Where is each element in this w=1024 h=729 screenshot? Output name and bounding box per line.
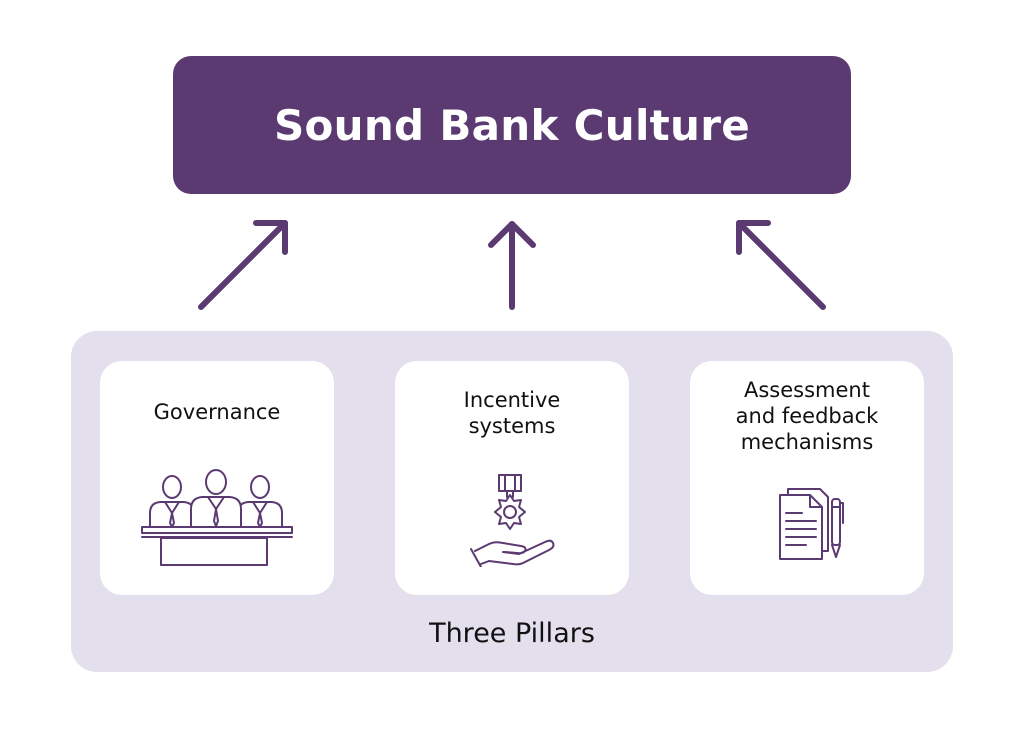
culture-title: Sound Bank Culture — [273, 100, 751, 150]
pillar-card-incentive-systems: Incentive systems — [395, 361, 629, 595]
pillar-label-assessment-feedback: Assessment and feedback mechanisms — [735, 378, 879, 454]
arrow-right-up-left — [736, 220, 826, 310]
pillar-label-incentive-systems: Incentive systems — [463, 388, 561, 438]
document-pen-icon — [779, 488, 844, 560]
pillar-card-governance: Governance — [100, 361, 334, 595]
pillars-caption: Three Pillars — [429, 618, 595, 649]
pillar-card-assessment-feedback: Assessment and feedback mechanisms — [690, 361, 924, 595]
pillar-label-governance: Governance — [153, 400, 281, 424]
arrow-center-up — [488, 221, 536, 310]
medal-hand-icon — [470, 474, 555, 567]
culture-title-box: Sound Bank Culture — [173, 56, 851, 194]
board-meeting-icon — [141, 469, 293, 566]
arrow-left-up-right — [198, 220, 288, 310]
